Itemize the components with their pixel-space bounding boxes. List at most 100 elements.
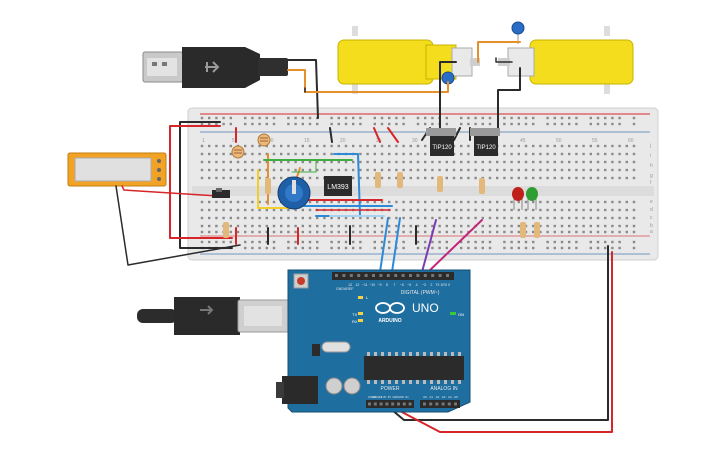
breadboard-hole [445, 216, 448, 220]
breadboard-hole [409, 230, 412, 234]
breadboard-hole [244, 224, 247, 228]
rx-led [358, 319, 363, 322]
breadboard-rail-hole [589, 116, 592, 120]
breadboard-hole [373, 168, 376, 172]
breadboard-hole [330, 168, 333, 172]
breadboard-hole [632, 216, 636, 220]
breadboard-hole [467, 144, 470, 148]
header-hole [373, 402, 377, 406]
row-letter: h [650, 163, 653, 169]
column-number: 5 [232, 138, 235, 144]
row-letter: i [650, 153, 651, 159]
breadboard-rail-hole [611, 246, 614, 250]
breadboard-hole [632, 168, 636, 172]
breadboard-hole [474, 176, 477, 180]
breadboard-hole [467, 152, 470, 156]
breadboard-rail-hole [560, 122, 564, 126]
breadboard-hole [330, 160, 333, 164]
breadboard-hole [244, 216, 247, 220]
breadboard-hole [503, 208, 506, 212]
breadboard-rail-hole [460, 246, 463, 250]
breadboard-hole [280, 216, 283, 220]
breadboard-hole [330, 224, 333, 228]
breadboard-rail-hole [431, 246, 434, 250]
power-pin-label: GND [392, 395, 398, 399]
breadboard-hole [316, 176, 319, 180]
breadboard-hole [503, 230, 506, 234]
breadboard-hole [366, 200, 369, 204]
breadboard-hole [402, 200, 405, 204]
breadboard-hole [222, 200, 225, 204]
mcu-pin [395, 352, 398, 356]
breadboard-hole [380, 160, 384, 164]
breadboard-hole [265, 230, 268, 234]
digital-pin-label: ~9 [378, 283, 382, 287]
breadboard-hole [337, 224, 340, 228]
breadboard-hole [409, 200, 412, 204]
breadboard-hole [280, 176, 283, 180]
breadboard-hole [582, 144, 585, 148]
mcu-pin [388, 352, 391, 356]
breadboard-hole [236, 200, 240, 204]
breadboard-hole [618, 176, 621, 180]
column-number: 50 [556, 138, 562, 144]
breadboard-hole [251, 168, 254, 172]
breadboard-rail-hole [200, 240, 204, 244]
breadboard-rail-hole [287, 246, 290, 250]
breadboard-hole [395, 176, 398, 180]
breadboard-hole [416, 230, 420, 234]
mcu-pin [437, 380, 440, 384]
breadboard-rail-hole [402, 122, 405, 126]
analog-header [420, 400, 460, 408]
breadboard-hole [229, 168, 232, 172]
breadboard-hole [546, 160, 549, 164]
lm393-chip: LM393 [324, 176, 352, 196]
breadboard-hole [589, 160, 592, 164]
model-label: UNO [412, 301, 439, 315]
breadboard-rail-hole [308, 246, 312, 250]
mcu-pin [402, 380, 405, 384]
breadboard-rail-hole [395, 116, 398, 120]
breadboard-hole [236, 160, 240, 164]
breadboard-rail-hole [251, 116, 254, 120]
breadboard-hole [604, 216, 607, 220]
breadboard-hole [517, 230, 520, 234]
breadboard-hole [424, 230, 427, 234]
breadboard-hole [517, 152, 520, 156]
power-header-label: POWER [381, 386, 400, 392]
breadboard-hole [388, 224, 391, 228]
breadboard-hole [510, 152, 513, 156]
breadboard-hole [510, 216, 513, 220]
breadboard-rail-hole [589, 246, 592, 250]
breadboard-hole [481, 200, 484, 204]
breadboard-rail-hole [258, 240, 261, 244]
digital-pin-label: RX 0 [442, 283, 450, 287]
breadboard-hole [618, 200, 621, 204]
row-letter: g [650, 173, 653, 179]
mcu-pin [423, 380, 426, 384]
breadboard-hole [395, 200, 398, 204]
breadboard-rail-hole [632, 116, 636, 120]
breadboard-hole [474, 230, 477, 234]
breadboard-rail-hole [373, 122, 376, 126]
breadboard-hole [366, 230, 369, 234]
breadboard-hole [366, 224, 369, 228]
breadboard-hole [222, 144, 225, 148]
breadboard-hole [560, 168, 564, 172]
lcd-module [67, 152, 167, 187]
breadboard-rail-hole [560, 240, 564, 244]
breadboard-hole [208, 216, 211, 220]
transistor-left-label: TIP120 [432, 145, 452, 151]
breadboard-hole [546, 200, 549, 204]
breadboard-hole [560, 216, 564, 220]
breadboard-rail-hole [596, 122, 600, 126]
breadboard-hole [575, 176, 578, 180]
breadboard-hole [424, 224, 427, 228]
microcontroller-chip [364, 356, 464, 380]
breadboard-hole [604, 224, 607, 228]
breadboard-row-letters: j i h g f e d c b a [649, 143, 653, 235]
breadboard-hole [546, 168, 549, 172]
breadboard-hole [553, 168, 556, 172]
breadboard-hole [496, 176, 499, 180]
